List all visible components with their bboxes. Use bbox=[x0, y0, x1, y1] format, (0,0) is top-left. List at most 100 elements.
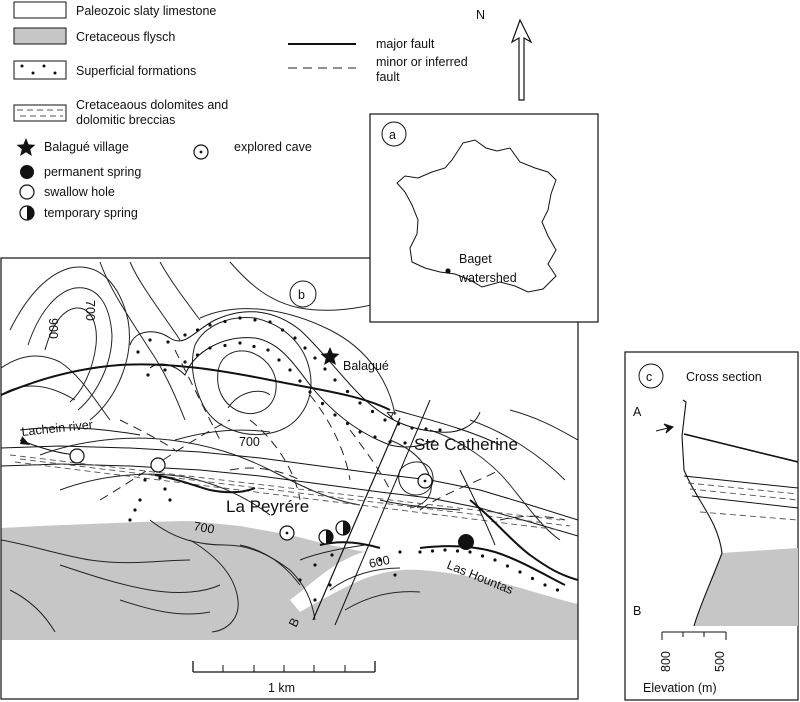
baget-site-icon bbox=[445, 268, 451, 274]
dot-mark bbox=[163, 487, 167, 491]
dot-mark bbox=[438, 428, 442, 432]
contour-label-900: 900 bbox=[46, 318, 60, 339]
temporary-spring-2 bbox=[335, 520, 351, 536]
legend-swatch-flysch bbox=[13, 27, 67, 45]
hydro-symbols bbox=[69, 347, 474, 550]
cross-section-frame bbox=[624, 351, 799, 701]
dot-mark bbox=[238, 316, 242, 320]
cross-section-dol-dash-2 bbox=[689, 488, 798, 501]
dot-mark bbox=[163, 368, 167, 372]
north-arrow: N bbox=[476, 8, 533, 101]
panel-a-badge bbox=[381, 121, 407, 147]
dot-mark bbox=[530, 576, 535, 581]
dot-mark bbox=[280, 328, 285, 332]
dot-mark bbox=[358, 401, 362, 405]
legend-label-superficial: Superficial formations bbox=[76, 64, 196, 78]
legend-dolomites-dashes bbox=[17, 109, 63, 117]
dot-mark bbox=[288, 368, 292, 372]
panel-c-label: c bbox=[646, 370, 652, 384]
dot-mark bbox=[328, 583, 332, 587]
dot-mark bbox=[208, 346, 212, 350]
dot-mark bbox=[424, 427, 428, 431]
contour-label-600: 600 bbox=[368, 553, 391, 571]
dot-mark bbox=[370, 409, 375, 414]
legend-label-dolomites-2: dolomitic breccias bbox=[76, 113, 175, 127]
dot-mark bbox=[183, 360, 187, 364]
cross-section-fault bbox=[683, 433, 798, 463]
dot-mark bbox=[493, 558, 497, 562]
panel-a-label: a bbox=[389, 128, 396, 142]
dot-mark bbox=[455, 549, 460, 553]
inset-site-label-1: Baget bbox=[459, 252, 492, 266]
dot-mark bbox=[403, 441, 407, 445]
legend-label-swallow-hole: swallow hole bbox=[44, 185, 115, 199]
dot-mark bbox=[268, 320, 272, 324]
minor-faults bbox=[99, 349, 566, 521]
dot-mark bbox=[195, 328, 200, 332]
dot-mark bbox=[378, 558, 382, 562]
dot-mark bbox=[238, 341, 242, 345]
dot-mark bbox=[333, 378, 337, 382]
dot-mark bbox=[313, 563, 317, 567]
geological-boundaries bbox=[19, 409, 501, 546]
dot-mark bbox=[393, 573, 397, 577]
dot-mark bbox=[505, 564, 510, 568]
dot-mark bbox=[330, 553, 334, 557]
place-la-peyrere: La Peyrére bbox=[226, 497, 309, 516]
dot-mark bbox=[480, 554, 485, 558]
dot-mark bbox=[146, 373, 150, 377]
main-map-frame bbox=[0, 257, 579, 700]
dot-mark bbox=[138, 498, 142, 502]
cross-section-dol-dash-1 bbox=[687, 482, 798, 495]
dot-mark bbox=[148, 338, 152, 342]
legend-label-flysch: Cretaceous flysch bbox=[76, 30, 175, 44]
legend-label-cave: explored cave bbox=[234, 140, 312, 154]
cross-section-panel: c Cross section A B 800 500 Elevation (m… bbox=[624, 351, 799, 701]
main-map: b Balagué Ste Catherine La Peyrére Las H… bbox=[0, 257, 579, 700]
legend-permanent-spring-icon bbox=[20, 165, 34, 179]
legend-label-permanent-spring: permanent spring bbox=[44, 165, 141, 179]
panel-c-badge bbox=[638, 363, 664, 389]
contour-label-700-c: 700 bbox=[192, 519, 215, 536]
dot-mark bbox=[253, 318, 257, 322]
north-arrow-label: N bbox=[476, 8, 485, 22]
legend-swatch-paleozoic bbox=[13, 1, 67, 19]
legend-cave-icon-dot bbox=[199, 150, 203, 154]
elevation-axis: 800 500 Elevation (m) bbox=[643, 631, 727, 695]
dot-mark bbox=[293, 336, 297, 340]
cave-la-peyrere bbox=[279, 525, 295, 541]
scale-bar: 1 km bbox=[192, 661, 376, 695]
cross-section-dol-1 bbox=[683, 475, 798, 489]
dot-mark bbox=[223, 343, 227, 348]
cross-section-arrow-icon bbox=[655, 423, 674, 434]
dot-mark bbox=[277, 358, 281, 362]
dot-mark bbox=[313, 598, 317, 602]
superficial-band bbox=[129, 311, 481, 448]
contour-label-700-a: 700 bbox=[83, 300, 97, 321]
section-line-ab-2 bbox=[334, 399, 431, 626]
legend-swallow-hole-icon bbox=[19, 184, 35, 200]
superficial-dots bbox=[136, 316, 442, 445]
elevation-tick-500: 500 bbox=[713, 651, 727, 672]
cross-section-flysch bbox=[694, 548, 798, 626]
valley-alluvium bbox=[290, 546, 578, 612]
panel-b-label: b bbox=[298, 288, 305, 302]
dot-mark bbox=[128, 518, 132, 522]
dolomite-band bbox=[1, 445, 578, 537]
dot-mark bbox=[555, 588, 560, 592]
legend-star-icon bbox=[16, 138, 36, 156]
cross-section-dol-2 bbox=[691, 495, 798, 509]
legend-label-minor-fault-1: minor or inferred bbox=[376, 55, 468, 69]
place-balague: Balagué bbox=[343, 359, 389, 373]
dot-mark bbox=[543, 583, 547, 587]
north-arrow-icon bbox=[510, 18, 533, 101]
dot-mark bbox=[133, 508, 137, 512]
major-faults bbox=[1, 363, 578, 586]
dot-mark bbox=[323, 367, 327, 371]
dot-mark bbox=[320, 401, 325, 406]
temporary-spring-1 bbox=[318, 529, 334, 545]
dot-mark bbox=[298, 578, 302, 582]
dot-mark bbox=[358, 430, 362, 434]
dot-mark bbox=[195, 353, 200, 357]
